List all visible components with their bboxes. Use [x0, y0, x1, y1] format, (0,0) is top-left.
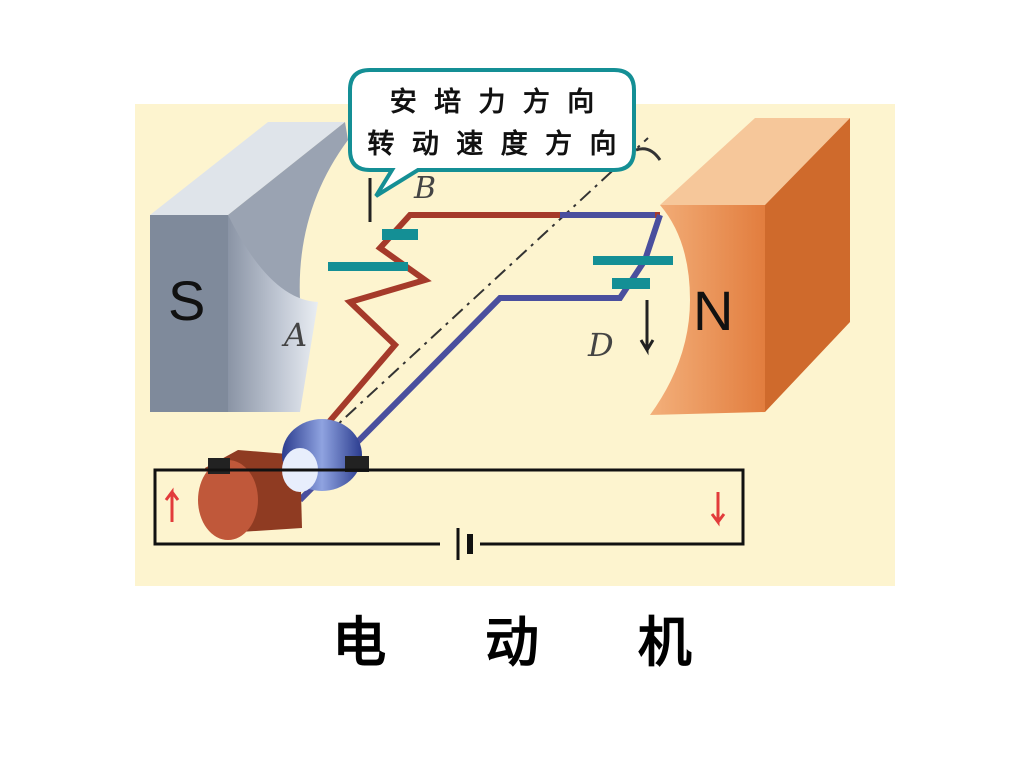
- pole-south-label: S: [168, 269, 206, 332]
- south-magnet: [150, 122, 348, 412]
- direction-markers: [328, 229, 673, 289]
- letter-d: D: [587, 326, 614, 364]
- letter-b: B: [413, 171, 436, 206]
- coil-blue-wire: [297, 214, 663, 503]
- rotation-arc-icon: [635, 147, 662, 161]
- callout-line-velocity: 转 动 速 度 方 向: [367, 129, 621, 160]
- force-arrow-d-icon: [639, 300, 655, 356]
- caption-title: 电 动 机: [332, 611, 732, 674]
- pole-north-label: N: [693, 279, 734, 342]
- north-magnet: [650, 118, 850, 415]
- current-arrow-left-icon: [164, 487, 180, 522]
- letter-a: A: [281, 316, 307, 354]
- callout-bubble: [348, 68, 636, 198]
- external-circuit: [153, 468, 745, 560]
- callout-text: 安 培 力 方 向 转 动 速 度 方 向: [360, 82, 628, 166]
- current-arrow-right-icon: [710, 492, 726, 527]
- coil-red-wire: [242, 212, 660, 522]
- callout-line-force: 安 培 力 方 向: [389, 87, 599, 118]
